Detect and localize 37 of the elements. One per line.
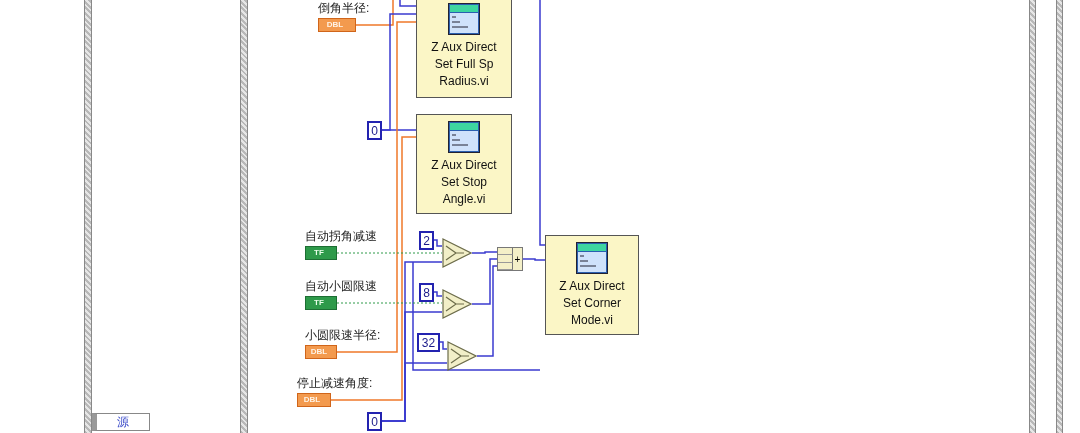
terminal-label: 小圆限速半径: xyxy=(305,328,381,342)
subvi-block xyxy=(545,235,639,335)
wire xyxy=(439,341,448,350)
subvi-name: Z Aux Direct Set Full Sp Radius.vi xyxy=(430,39,498,90)
terminal-label: 停止减速角度: xyxy=(297,376,373,390)
terminal-label: 倒角半径: xyxy=(318,1,370,15)
wire xyxy=(471,251,498,254)
terminal: DBL xyxy=(318,18,356,32)
terminal: TF xyxy=(305,296,337,310)
wire xyxy=(433,239,443,247)
terminal-label: 自动小圆限速 xyxy=(305,279,377,293)
terminal: DBL xyxy=(305,345,337,359)
numeric-constant: 8 xyxy=(419,283,434,302)
wire xyxy=(336,21,417,353)
wire xyxy=(433,291,443,297)
subvi-name: Z Aux Direct Set Stop Angle.vi xyxy=(430,157,498,208)
numeric-constant: 2 xyxy=(419,231,434,250)
compound-add: + xyxy=(497,247,523,271)
wire xyxy=(330,136,417,401)
terminal: DBL xyxy=(297,393,331,407)
terminal: TF xyxy=(305,246,337,260)
numeric-constant: 0 xyxy=(367,412,382,431)
wire xyxy=(399,0,417,7)
wire xyxy=(355,0,394,26)
source-label: 源 xyxy=(92,413,150,431)
wire xyxy=(381,362,448,422)
subvi-block xyxy=(416,0,512,98)
wire xyxy=(539,0,546,246)
wire xyxy=(471,258,498,305)
wire xyxy=(522,258,546,261)
wire xyxy=(476,265,498,357)
subvi-name: Z Aux Direct Set Corner Mode.vi xyxy=(558,278,626,329)
numeric-constant: 32 xyxy=(417,333,440,352)
wire xyxy=(381,129,417,131)
terminal-label: 自动拐角减速 xyxy=(305,229,377,243)
subvi-block xyxy=(416,114,512,214)
numeric-constant: 0 xyxy=(367,121,382,140)
